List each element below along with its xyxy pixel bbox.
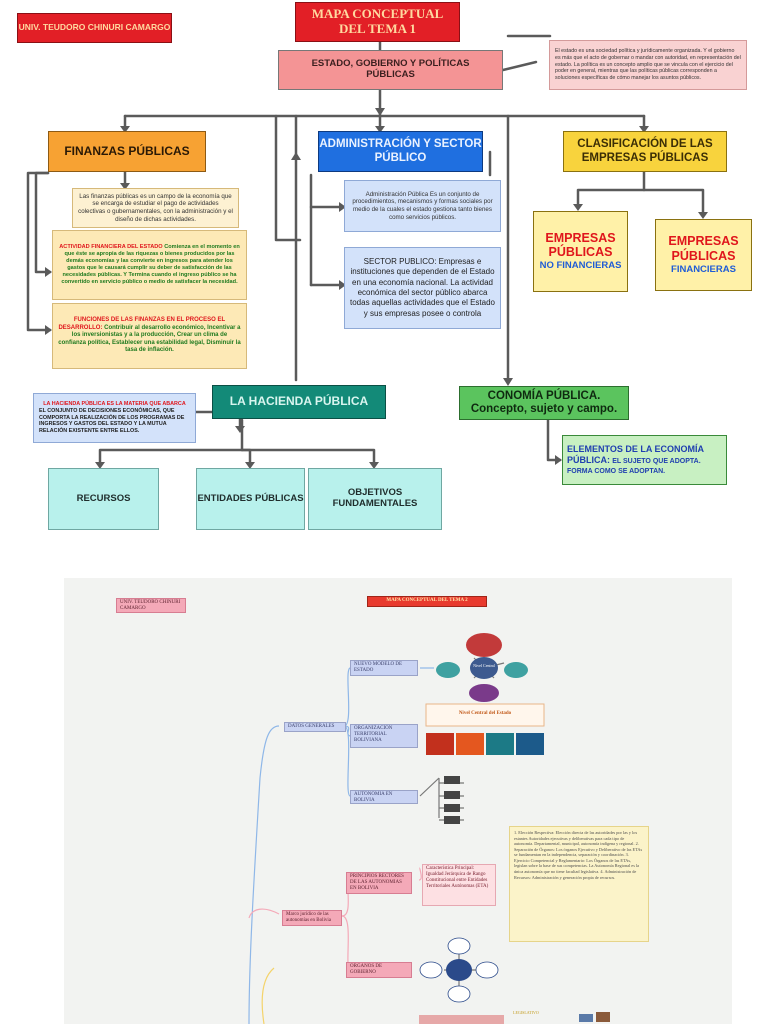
economia-title-2: Concepto, sujeto y campo. xyxy=(470,403,618,415)
tema2-title: MAPA CONCEPTUAL DEL TEMA 2 xyxy=(367,596,487,607)
tema2-autonomia[interactable]: AUTONOMIA EN BOLIVIA xyxy=(350,790,418,804)
actividad-head: ACTIVIDAD FINANCIERA DEL ESTADO xyxy=(59,244,163,251)
entidades-publicas-node[interactable]: ENTIDADES PÚBLICAS xyxy=(196,468,305,530)
clasificacion-title: CLASIFICACIÓN DE LAS EMPRESAS PÚBLICAS xyxy=(577,138,713,164)
hacienda-title: LA HACIENDA PÚBLICA xyxy=(229,394,369,409)
actividad-body: Comienza en el momento en que éste se ap… xyxy=(61,244,240,285)
datos-text: DATOS GENERALES xyxy=(288,724,335,729)
principios-text: PRINCIPIOS RECTORES DE LAS AUTONOMIAS EN… xyxy=(350,874,404,891)
organos-text: ORGANOS DE GOBIERNO xyxy=(350,964,383,975)
tema2-map-image: UNIV. TEUDORO CHINURI CAMARGO MAPA CONCE… xyxy=(64,578,732,1024)
no-financieras-sub: NO FINANCIERAS xyxy=(539,260,622,272)
tema2-organizacion[interactable]: ORGANIZACION TERRITORIAL BOLIVIANA xyxy=(350,724,418,748)
hacienda-note-body: EL CONJUNTO DE DECISIONES ECONÓMICAS, QU… xyxy=(39,407,185,435)
main-node[interactable]: ESTADO, GOBIERNO Y POLÍTICAS PÚBLICAS xyxy=(278,50,503,90)
finanzas-publicas-node[interactable]: FINANZAS PÚBLICAS xyxy=(48,131,206,172)
main-note-text: El estado es una sociedad política y jur… xyxy=(555,48,741,81)
elementos-economia-box: ELEMENTOS DE LA ECONOMÍA PÚBLICA: EL SUJ… xyxy=(562,435,727,485)
economia-title-1: CONOMÍA PÚBLICA. xyxy=(487,389,601,402)
tema2-nivel-central: Nivel Central del Estado xyxy=(426,710,544,720)
tema2-nuevo-modelo[interactable]: NUEVO MODELO DE ESTADO xyxy=(350,660,418,676)
marco-text: Marco jurídico de las autonomías en Boli… xyxy=(286,912,331,923)
administracion-desc-text: Administración Pública Es un conjunto de… xyxy=(352,190,493,221)
map-title: MAPA CONCEPTUAL DEL TEMA 1 xyxy=(295,2,460,42)
main-node-text: ESTADO, GOBIERNO Y POLÍTICAS PÚBLICAS xyxy=(311,58,470,80)
tema2-note-text: 1. Elección Respectiva: Elección directa… xyxy=(514,830,643,880)
no-financieras-main: EMPRESAS PÚBLICAS xyxy=(545,230,616,260)
finanzas-title: FINANZAS PÚBLICAS xyxy=(64,143,190,158)
finanzas-desc-text: Las finanzas públicas es un campo de la … xyxy=(78,192,233,223)
tema2-nivel-central-small: Nivel Central xyxy=(470,663,498,673)
organizacion-text: ORGANIZACION TERRITORIAL BOLIVIANA xyxy=(354,726,393,743)
funciones-head: FUNCIONES DE LAS FINANZAS EN EL PROCESO … xyxy=(58,317,226,331)
autonomia-text: AUTONOMIA EN BOLIVIA xyxy=(354,792,393,803)
sector-publico-text: SECTOR PUBLICO: Empresas e instituciones… xyxy=(350,256,495,318)
objetivos-text: OBJETIVOS FUNDAMENTALES xyxy=(332,487,418,509)
hacienda-note-head: LA HACIENDA PÚBLICA ES LA MATERIA QUE AB… xyxy=(43,401,186,408)
entidades-text: ENTIDADES PÚBLICAS xyxy=(197,492,304,504)
tema2-author: UNIV. TEUDORO CHINURI CAMARGO xyxy=(116,598,186,613)
tema2-datos-generales[interactable]: DATOS GENERALES xyxy=(284,722,346,732)
financieras-main: EMPRESAS PÚBLICAS xyxy=(668,234,739,263)
recursos-text: RECURSOS xyxy=(76,492,131,504)
tema2-legislativo: LEGISLATIVO xyxy=(510,1010,546,1019)
tema2-author-text: UNIV. TEUDORO CHINURI CAMARGO xyxy=(120,600,181,611)
actividad-financiera-box: ACTIVIDAD FINANCIERA DEL ESTADO Comienza… xyxy=(52,230,247,300)
economia-publica-node[interactable]: CONOMÍA PÚBLICA. Concepto, sujeto y camp… xyxy=(459,386,629,420)
tema2-caracteristica: Característica Principal: Igualdad Jerár… xyxy=(422,864,496,906)
empresas-no-financieras[interactable]: EMPRESAS PÚBLICAS NO FINANCIERAS xyxy=(533,211,628,292)
elementos-tail-2: FORMA COMO SE ADOPTAN. xyxy=(567,467,666,475)
node-ellipse xyxy=(466,633,502,657)
tema2-principios[interactable]: PRINCIPIOS RECTORES DE LAS AUTONOMIAS EN… xyxy=(346,872,412,894)
elementos-head: ELEMENTOS DE LA ECONOMÍA PÚBLICA: xyxy=(567,444,704,465)
administracion-title: ADMINISTRACIÓN Y SECTOR PÚBLICO xyxy=(319,138,482,164)
caracteristica-text: Característica Principal: Igualdad Jerár… xyxy=(426,866,489,889)
administracion-node[interactable]: ADMINISTRACIÓN Y SECTOR PÚBLICO xyxy=(318,131,483,172)
funciones-finanzas-box: FUNCIONES DE LAS FINANZAS EN EL PROCESO … xyxy=(52,303,247,369)
tema2-title-text: MAPA CONCEPTUAL DEL TEMA 2 xyxy=(386,598,468,603)
author-label: UNIV. TEUDORO CHINURI CAMARGO xyxy=(17,13,172,43)
hacienda-publica-node[interactable]: LA HACIENDA PÚBLICA xyxy=(212,385,386,419)
recursos-node[interactable]: RECURSOS xyxy=(48,468,159,530)
hacienda-note: LA HACIENDA PÚBLICA ES LA MATERIA QUE AB… xyxy=(33,393,196,443)
nivel-central-small-text: Nivel Central xyxy=(473,663,495,668)
author-text: UNIV. TEUDORO CHINURI CAMARGO xyxy=(18,22,171,33)
objetivos-node[interactable]: OBJETIVOS FUNDAMENTALES xyxy=(308,468,442,530)
financieras-sub: FINANCIERAS xyxy=(671,263,736,275)
clasificacion-node[interactable]: CLASIFICACIÓN DE LAS EMPRESAS PÚBLICAS xyxy=(563,131,727,172)
title-line-1: MAPA CONCEPTUAL xyxy=(311,6,444,22)
tema2-marco-juridico[interactable]: Marco jurídico de las autonomías en Boli… xyxy=(282,910,342,926)
node-ellipse xyxy=(470,657,498,679)
elementos-tail: EL SUJETO QUE ADOPTA. xyxy=(612,457,701,465)
nivel-central-text: Nivel Central del Estado xyxy=(458,711,512,716)
tema2-principios-note: 1. Elección Respectiva: Elección directa… xyxy=(509,826,649,942)
funciones-body: Contribuir al desarrollo económico, Ince… xyxy=(58,324,241,354)
nuevo-modelo-text: NUEVO MODELO DE ESTADO xyxy=(354,662,403,673)
tema2-organos[interactable]: ORGANOS DE GOBIERNO xyxy=(346,962,412,978)
administracion-desc: Administración Pública Es un conjunto de… xyxy=(344,180,501,232)
empresas-financieras[interactable]: EMPRESAS PÚBLICAS FINANCIERAS xyxy=(655,219,752,291)
sector-publico-box: SECTOR PUBLICO: Empresas e instituciones… xyxy=(344,247,501,329)
finanzas-desc: Las finanzas públicas es un campo de la … xyxy=(72,188,239,228)
tema2-branches xyxy=(248,633,610,1024)
legislativo-text: LEGISLATIVO xyxy=(513,1010,539,1015)
main-note: El estado es una sociedad política y jur… xyxy=(549,40,747,90)
title-line-2: DEL TEMA 1 xyxy=(338,21,417,36)
